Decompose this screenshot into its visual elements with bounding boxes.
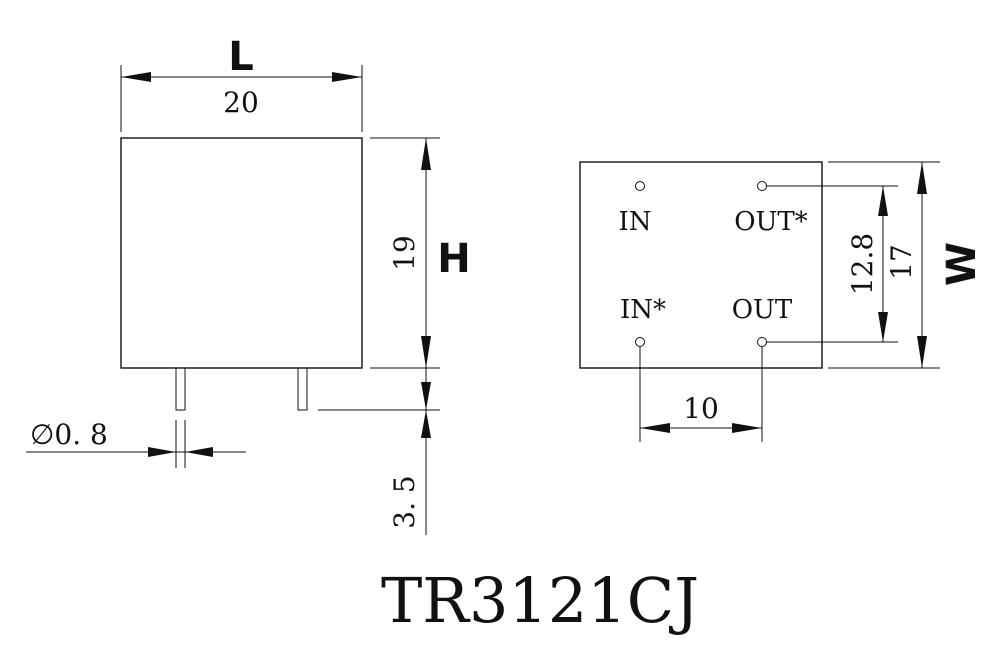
side-view-body — [120, 137, 363, 369]
width-dimension: 17 W — [828, 161, 985, 369]
width-symbol: W — [939, 242, 985, 286]
height-symbol: H — [437, 236, 470, 282]
pin-label-out-star: OUT* — [734, 207, 808, 237]
pin-hole-out — [757, 337, 767, 347]
pin-label-in-star: IN* — [620, 295, 666, 325]
bottom-view: IN OUT* IN* OUT 12.8 17 W — [579, 161, 985, 442]
side-view-pin-right — [297, 367, 308, 411]
pin-col-spacing-dimension: 10 — [639, 347, 763, 442]
height-dimension: 19 H — [370, 137, 471, 369]
pin-diameter-value: ∅0. 8 — [30, 418, 108, 451]
height-value: 19 — [388, 235, 421, 271]
pin-row-spacing-value: 12.8 — [846, 233, 879, 295]
model-title: TR3121CJ — [381, 564, 699, 637]
pin-hole-in-star — [635, 337, 645, 347]
pin-length-dimension: 3. 5 — [318, 368, 440, 535]
pin-hole-in — [635, 181, 645, 191]
length-dimension: L 20 — [120, 34, 363, 132]
length-symbol: L — [228, 34, 254, 80]
pin-length-value: 3. 5 — [388, 475, 421, 528]
pin-diameter-dimension: ∅0. 8 — [26, 418, 246, 468]
pin-col-spacing-value: 10 — [683, 392, 719, 425]
pin-hole-out-star — [757, 181, 767, 191]
pin-row-spacing-dimension: 12.8 — [766, 185, 898, 343]
length-value: 20 — [223, 86, 259, 119]
bottom-view-body — [579, 161, 823, 369]
side-view: L 20 19 H 3. 5 ∅0 — [26, 34, 471, 535]
pin-label-in: IN — [618, 207, 651, 237]
pin-label-out: OUT — [732, 295, 793, 325]
width-value: 17 — [885, 244, 918, 280]
side-view-pin-left — [175, 367, 186, 411]
